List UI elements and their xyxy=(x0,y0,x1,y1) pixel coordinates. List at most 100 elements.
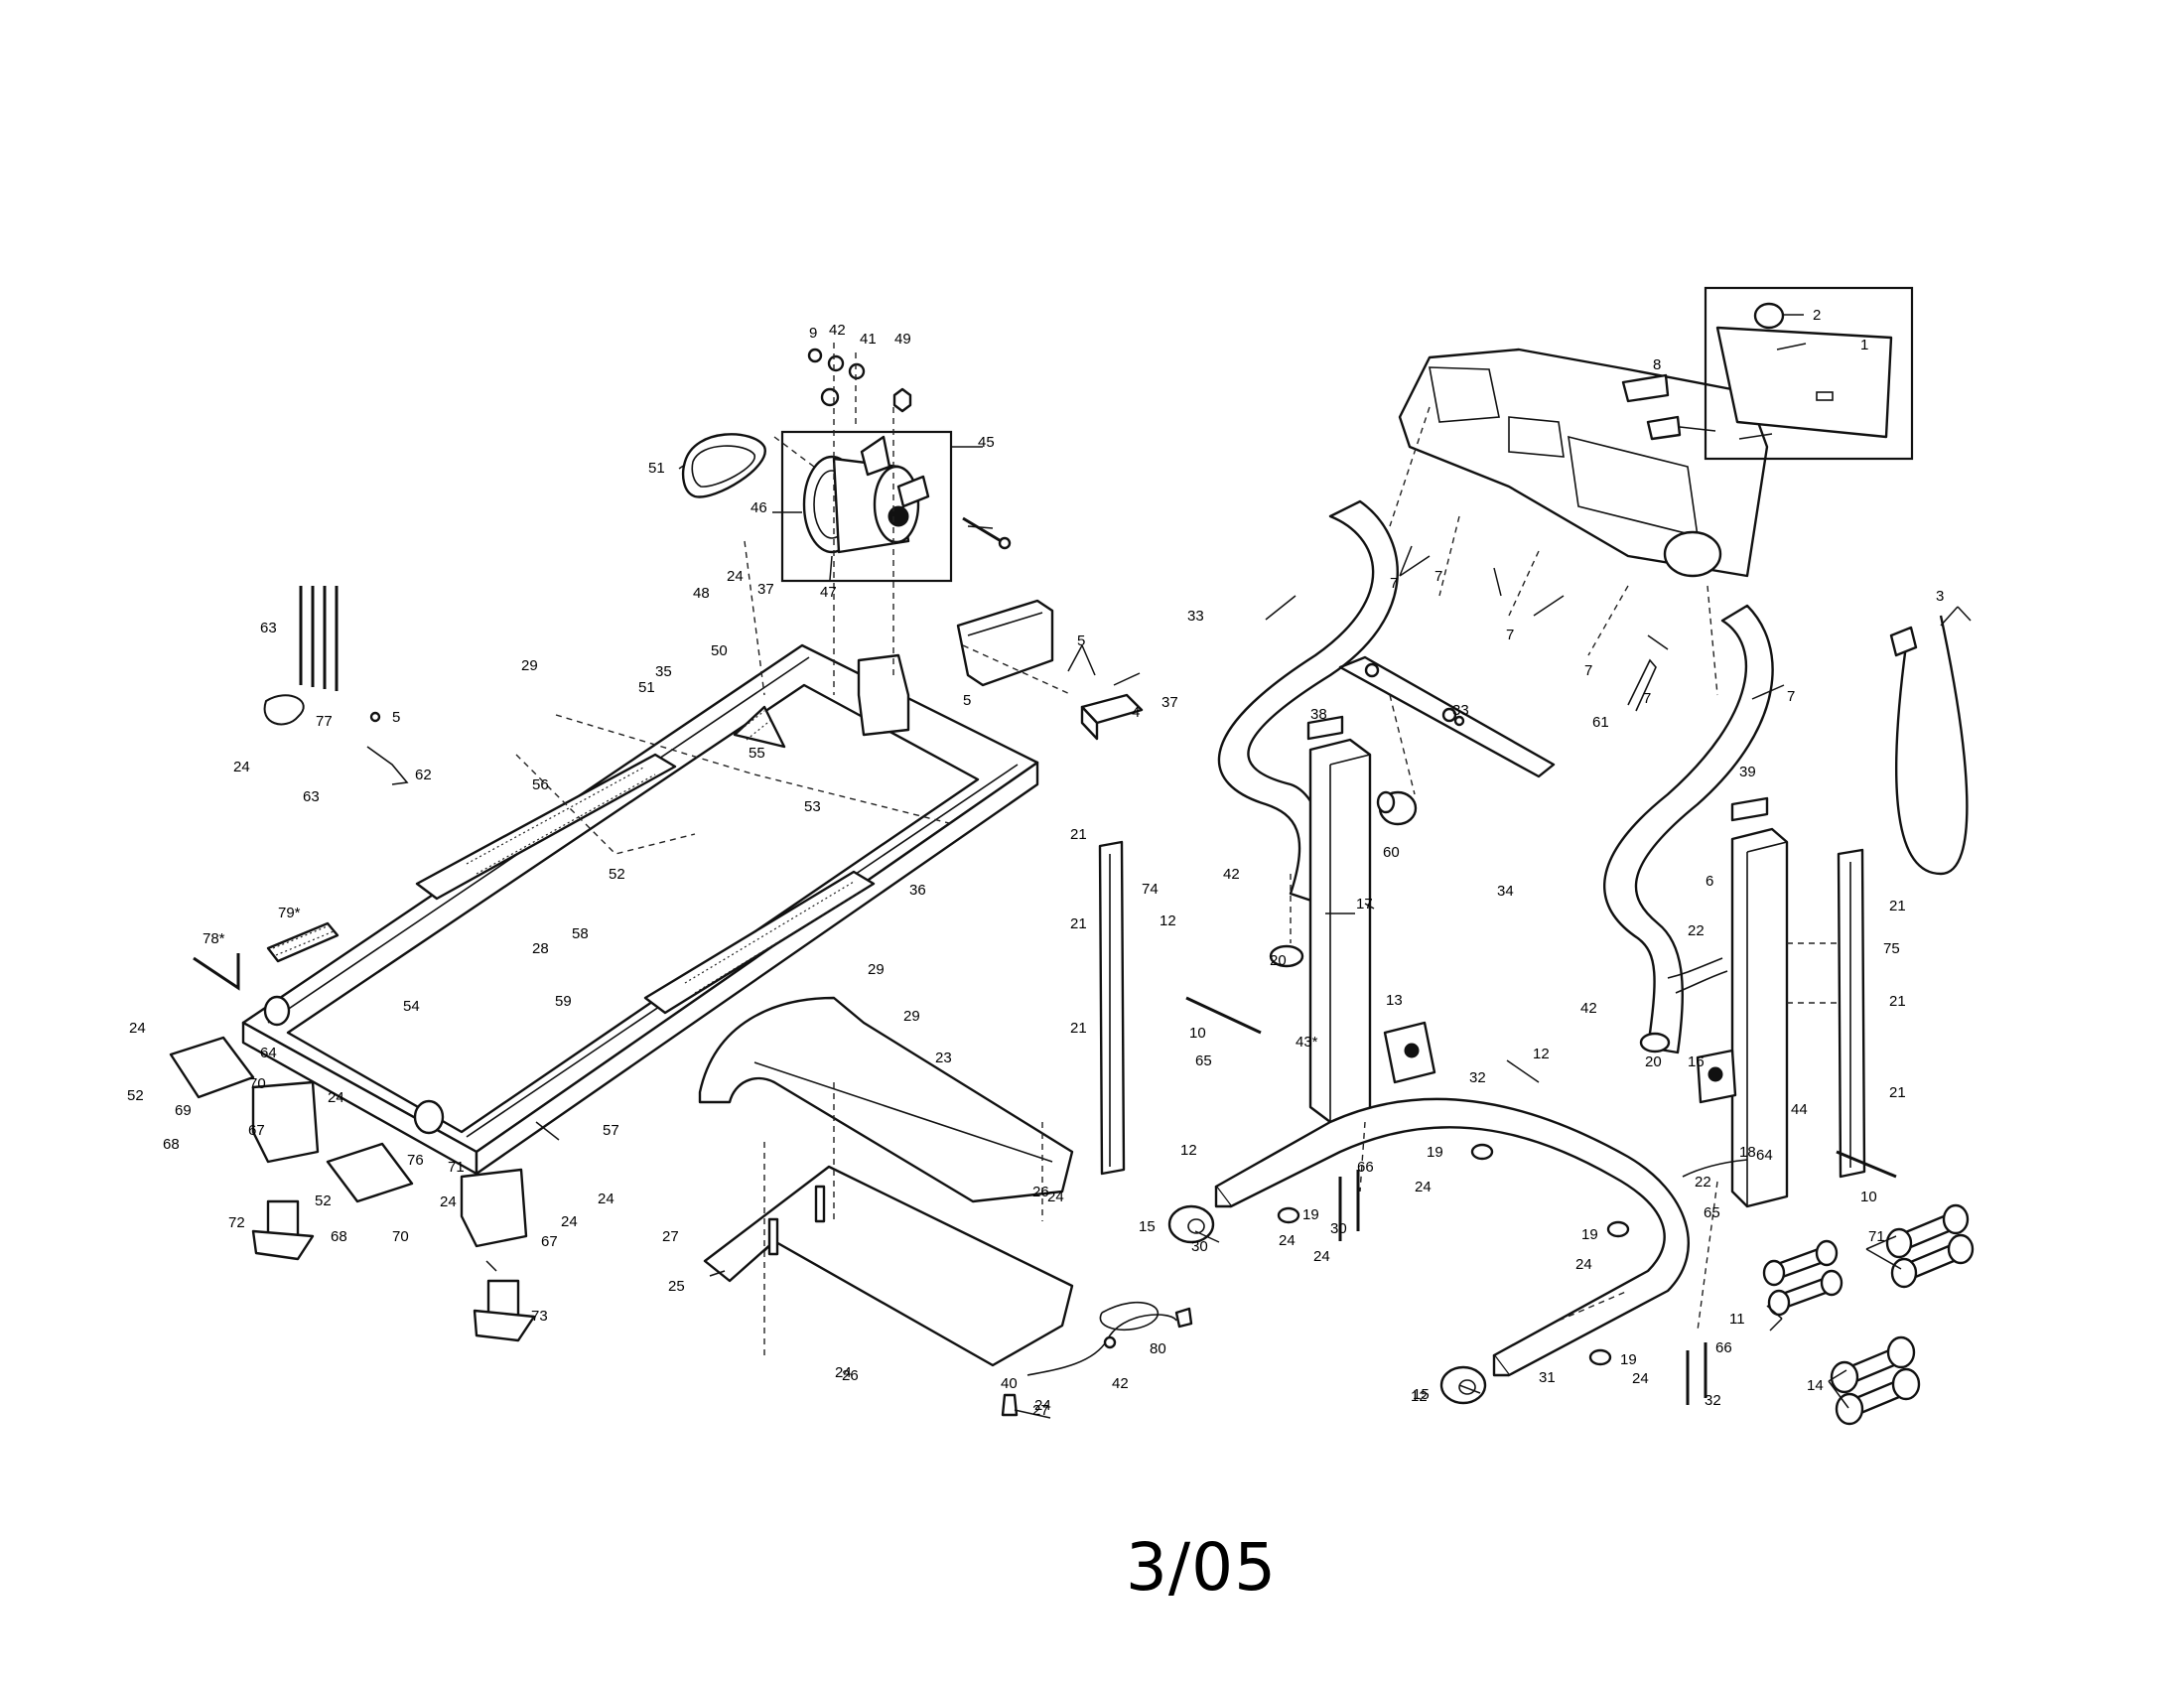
callout: 5 xyxy=(1077,632,1085,649)
callout: 7 xyxy=(1643,690,1651,707)
callout: 79* xyxy=(278,905,301,921)
callout: 7 xyxy=(1390,575,1398,592)
power-cord xyxy=(1026,1301,1193,1376)
callout: 42 xyxy=(1112,1375,1129,1392)
callout: 25 xyxy=(668,1278,685,1295)
callout: 16 xyxy=(1688,1053,1705,1070)
callout: 17 xyxy=(1356,896,1373,912)
callout: 42 xyxy=(1580,1000,1597,1017)
callout: 10 xyxy=(1189,1025,1206,1042)
callout: 19 xyxy=(1427,1144,1443,1161)
callout: 68 xyxy=(331,1228,347,1245)
page-label: 3/05 xyxy=(1125,1529,1278,1606)
drive-motor xyxy=(802,435,930,554)
callout: 48 xyxy=(693,585,710,602)
callout: 19 xyxy=(1302,1206,1319,1223)
callout: 15 xyxy=(1413,1386,1430,1403)
side-rail-71-left xyxy=(1098,840,1126,1176)
callout: 21 xyxy=(1070,1020,1087,1037)
wheel-post-38 xyxy=(1001,1393,1019,1417)
callout: 69 xyxy=(175,1102,192,1119)
grommet-73 xyxy=(263,694,305,726)
wire-22 xyxy=(1667,957,1748,1178)
knob-58 xyxy=(1376,790,1418,826)
dumbbell-set-11 xyxy=(1762,1239,1843,1317)
callout: 12 xyxy=(1180,1142,1197,1159)
callout: 7 xyxy=(1787,688,1795,705)
callout: 78* xyxy=(203,930,225,947)
callout: 22 xyxy=(1688,922,1705,939)
drive-belt xyxy=(681,433,766,498)
callout: 80 xyxy=(1150,1340,1166,1357)
callout: 67 xyxy=(541,1233,558,1250)
callout: 24 xyxy=(1279,1232,1296,1249)
callout: 59 xyxy=(555,993,572,1010)
callout: 40 xyxy=(1001,1375,1018,1392)
console-77 xyxy=(1398,348,1769,578)
callout: 62 xyxy=(415,767,432,783)
callout: 20 xyxy=(1645,1053,1662,1070)
callout: 21 xyxy=(1889,993,1906,1010)
callout: 57 xyxy=(603,1122,619,1139)
base-frame-28 xyxy=(1214,1097,1691,1377)
callout: 24 xyxy=(835,1364,852,1381)
callout: 76 xyxy=(407,1152,424,1169)
wheels-15 xyxy=(1167,1204,1487,1405)
wire-harness-60 xyxy=(366,711,409,785)
callout: 3 xyxy=(1936,588,1944,605)
callout: 70 xyxy=(249,1075,266,1092)
callout: 47 xyxy=(820,584,837,601)
dumbbell-set-14 xyxy=(1830,1335,1921,1426)
callout: 52 xyxy=(127,1087,144,1104)
callout: 27 xyxy=(1032,1402,1049,1419)
callout: 30 xyxy=(1191,1238,1208,1255)
callout: 70 xyxy=(392,1228,409,1245)
callout: 24 xyxy=(1047,1189,1064,1205)
callout: 27 xyxy=(662,1228,679,1245)
wrench-74 xyxy=(193,953,240,991)
leader-lines xyxy=(485,314,1972,1419)
callout: 6 xyxy=(1706,873,1713,890)
callout: 8 xyxy=(1653,356,1661,373)
callout: 66 xyxy=(1715,1339,1732,1356)
callout: 28 xyxy=(532,940,549,957)
callout: 31 xyxy=(1539,1369,1556,1386)
callout: 24 xyxy=(727,568,744,585)
callout: 29 xyxy=(521,657,538,674)
callout: 18 xyxy=(1739,1144,1756,1161)
motor-mount-bracket xyxy=(857,653,910,737)
wire-59 xyxy=(1627,658,1657,712)
callout: 20 xyxy=(1270,952,1287,969)
callout: 29 xyxy=(903,1008,920,1025)
callout: 54 xyxy=(403,998,420,1015)
upright-17 xyxy=(1308,738,1372,1124)
callout: 19 xyxy=(1581,1226,1598,1243)
callout: 73 xyxy=(531,1308,548,1325)
callout: 24 xyxy=(1313,1248,1330,1265)
cover-16 xyxy=(1696,1049,1737,1104)
callout: 15 xyxy=(1139,1218,1156,1235)
callout: 77 xyxy=(316,713,333,730)
callout: 38 xyxy=(1310,706,1327,723)
callout: 42 xyxy=(1223,866,1240,883)
callout: 37 xyxy=(1161,694,1178,711)
callout: 7 xyxy=(1584,662,1592,679)
callout: 24 xyxy=(561,1213,578,1230)
walking-belt xyxy=(286,683,980,1134)
callout: 39 xyxy=(1739,764,1756,780)
cable-ties xyxy=(299,586,339,691)
callout: 43* xyxy=(1296,1034,1318,1051)
callout: 61 xyxy=(1592,714,1609,731)
callout: 21 xyxy=(1070,826,1087,843)
upright-6 xyxy=(1730,827,1789,1208)
callout: 46 xyxy=(751,499,767,516)
callout: 24 xyxy=(1034,1397,1051,1414)
callout-labels: 1 2 3 4 5 5 5 6 7 7 7 7 7 7 8 9 10 10 11… xyxy=(127,307,1944,1419)
console-lid-79 xyxy=(1704,286,1914,461)
callout: 23 xyxy=(935,1050,952,1066)
callout: 44 xyxy=(1791,1101,1808,1118)
callout: 4 xyxy=(1132,704,1140,721)
callout: 10 xyxy=(1860,1189,1877,1205)
callout: 51 xyxy=(648,460,665,477)
callout: 9 xyxy=(809,325,817,342)
